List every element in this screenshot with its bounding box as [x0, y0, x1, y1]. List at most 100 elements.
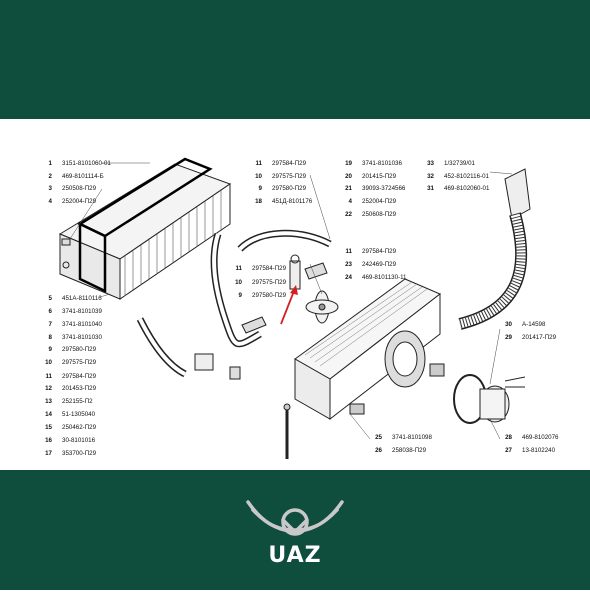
callout-part-code: 469-8102076	[522, 434, 559, 441]
callout-part-code: А-14598	[522, 321, 546, 328]
callout-number: 18	[255, 198, 262, 205]
callout-part-code: 3741-8101039	[62, 308, 102, 315]
brand-name: UAZ	[268, 543, 322, 568]
callout-part-code: 3741-8101030	[62, 334, 102, 341]
callout-part-code: 3151-8101060-01	[62, 160, 111, 167]
callout-number: 5	[48, 295, 52, 302]
callout-number: 10	[255, 173, 262, 180]
callout-number: 25	[375, 434, 382, 441]
callout-number: 19	[345, 160, 352, 167]
callout-part-code: 297584-П29	[272, 160, 307, 167]
heater-radiator	[58, 157, 232, 300]
callout-label: 10 297575-П29	[248, 173, 306, 181]
callout-part-code: 51-1305040	[62, 411, 96, 418]
brand-logo: UAZ	[0, 470, 590, 590]
callout-number: 28	[505, 434, 512, 441]
callout-label: 29 201417-П29	[498, 334, 556, 342]
callout-label: 9 297580-П29	[228, 292, 287, 300]
blower-motor	[453, 374, 526, 424]
air-duct-hose	[458, 168, 531, 330]
callout-number: 9	[258, 185, 262, 192]
diagram-drawing	[58, 157, 531, 459]
callout-part-code: 469-8102060-01	[444, 185, 490, 192]
footer-band: UAZ	[0, 470, 590, 590]
callout-label: 10 297575-П29	[38, 359, 96, 367]
callout-number: 20	[345, 173, 352, 180]
callout-part-code: 297584-П29	[252, 265, 287, 272]
callout-part-code: 297580-П29	[272, 185, 307, 192]
callout-part-code: 297584-П29	[362, 248, 397, 255]
callout-label: 28 469-8102076	[498, 434, 558, 442]
callout-part-code: 297575-П29	[62, 359, 97, 366]
callout-label: 16 30-8101016	[38, 437, 95, 445]
callout-number: 4	[48, 198, 52, 205]
callout-number: 11	[235, 265, 242, 272]
callout-part-code: 201415-П29	[362, 173, 397, 180]
callout-part-code: 258038-П29	[392, 447, 427, 454]
callout-label: 31 469-8102060-01	[420, 185, 489, 193]
callout-part-code: 297575-П29	[272, 173, 307, 180]
heater-housing	[294, 278, 445, 421]
callout-number: 29	[505, 334, 512, 341]
callout-part-code: 297580-П29	[252, 292, 287, 299]
callout-number: 7	[48, 321, 52, 328]
callout-label: 11 297584-П29	[38, 373, 96, 381]
callout-part-code: 451А-8110116	[62, 295, 102, 302]
callout-part-code: 30-8101016	[62, 437, 96, 444]
callout-number: 26	[375, 447, 382, 454]
callout-arrow	[280, 285, 298, 325]
callout-number: 27	[505, 447, 512, 454]
callout-number: 17	[45, 450, 52, 457]
callout-number: 16	[45, 437, 52, 444]
uaz-bird-emblem-icon	[246, 500, 344, 536]
callout-part-code: 3741-8101036	[362, 160, 402, 167]
callout-number: 1	[48, 160, 52, 167]
callout-part-code: 297584-П29	[62, 373, 97, 380]
callout-number: 11	[345, 248, 352, 255]
callout-number: 10	[45, 359, 52, 366]
callout-number: 11	[45, 373, 52, 380]
callout-number: 21	[345, 185, 352, 192]
callout-label: 5 451А-8110116	[38, 295, 102, 303]
callout-number: 11	[255, 160, 262, 167]
callout-number: 15	[45, 424, 52, 431]
callout-number: 32	[427, 173, 434, 180]
callout-number: 9	[238, 292, 242, 299]
callout-label: 9 297580-П29	[248, 185, 307, 193]
callout-part-code: 13-8102240	[522, 447, 556, 454]
callout-label: 11 297584-П29	[248, 160, 306, 168]
callout-label: 23 242469-П29	[338, 261, 396, 269]
callout-number: 23	[345, 261, 352, 268]
callout-number: 24	[345, 274, 352, 281]
callout-number: 31	[427, 185, 434, 192]
callout-part-code: 250608-П29	[362, 211, 397, 218]
callout-label: 26 258038-П29	[368, 447, 426, 455]
callout-label: 11 297584-П29	[338, 248, 396, 256]
callout-part-code: 201417-П29	[522, 334, 557, 341]
callout-part-code: 3741-8101098	[392, 434, 432, 441]
callout-part-code: 1/32739/01	[444, 160, 475, 167]
callout-part-code: 242469-П29	[362, 261, 397, 268]
callout-label: 20 201415-П29	[338, 173, 396, 181]
callout-number: 4	[348, 198, 352, 205]
heater-tap	[289, 254, 328, 290]
callout-number: 9	[48, 346, 52, 353]
